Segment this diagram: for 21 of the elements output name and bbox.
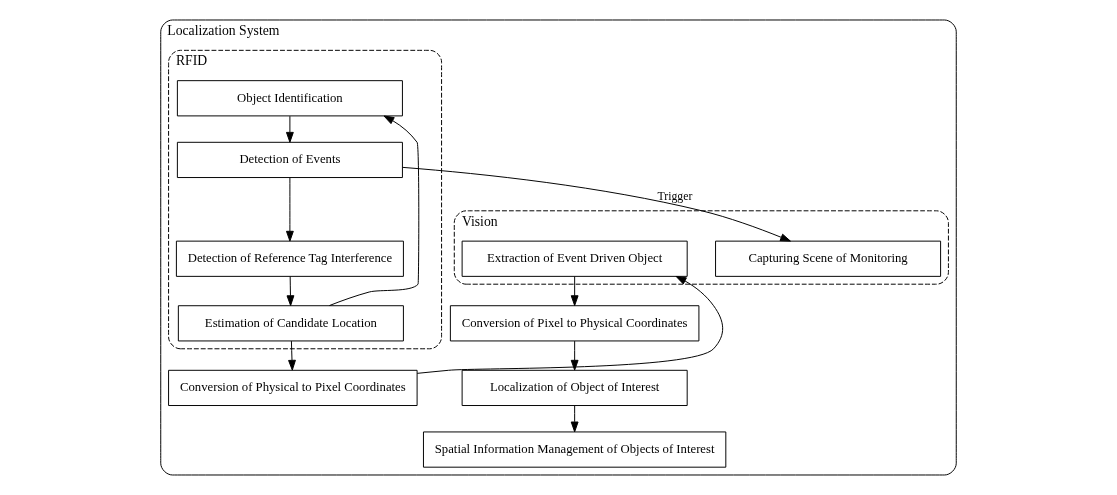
arrow [286,177,294,242]
arrow [570,405,579,433]
node-box: Detection of Events [176,141,403,179]
arrow [570,276,579,306]
arrow [328,115,420,307]
node-box: Spatial Information Management of Objects of Interest [423,431,727,468]
node-box: Object Identification [176,80,403,117]
arrow [402,166,791,242]
node-box: Conversion of Pixel to Physical Coordinates [449,305,700,342]
node-box: Detection of Reference Tag Interference [175,240,404,277]
arrow [288,340,296,371]
arrow [286,115,294,143]
arrow [416,275,724,374]
edge-label: Trigger [657,189,693,203]
node-box: Conversion of Physical to Pixel Coordinates [168,369,418,406]
node-box: Extraction of Event Driven Object [461,240,688,277]
arrow [286,276,295,306]
node-box: Estimation of Candidate Location [177,305,404,342]
node-box: Localization of Object of Interest [461,369,688,406]
arrow [570,340,579,371]
node-box: Capturing Scene of Monitoring [715,240,942,277]
